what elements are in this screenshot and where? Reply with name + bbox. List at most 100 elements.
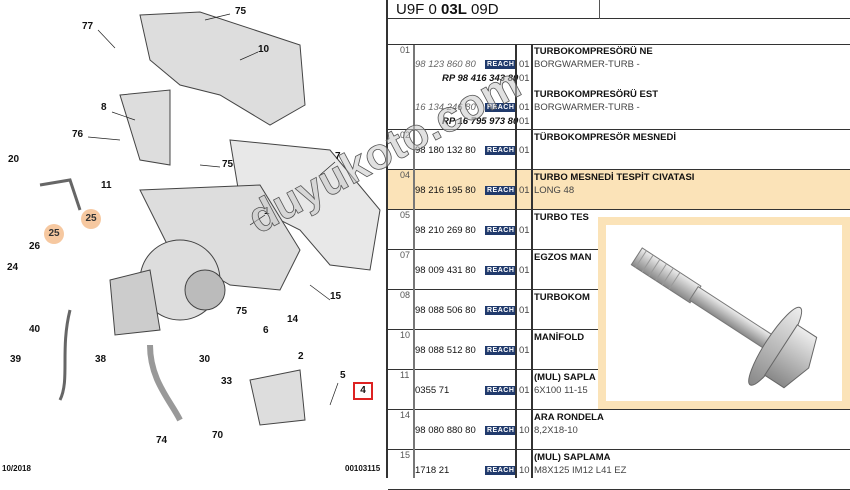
part-title: TURBOKOMPRESÖRÜ EST [534,89,659,100]
reach-badge: REACH [485,426,517,435]
part-number[interactable]: 0355 71 [415,385,450,396]
model-code-a: U9F 0 [396,1,442,18]
table-header: U9F 0 03L 09D [388,0,850,19]
model-code: U9F 0 03L 09D [396,1,499,18]
model-code-c: 09D [466,1,499,18]
diagram-date: 10/2018 [2,464,31,473]
reach-badge: REACH [485,60,517,69]
callout-4-selected[interactable]: 4 [353,382,373,400]
callout-70[interactable]: 70 [212,430,224,441]
callout-2[interactable]: 2 [298,351,304,362]
bracket-8 [119,89,171,166]
quantity: 01 [519,185,530,196]
part-subtitle: 8,2X18-10 [534,425,578,436]
reach-badge: REACH [485,186,517,195]
callout-39[interactable]: 39 [10,354,22,365]
callout-20[interactable]: 20 [8,154,20,165]
blank-row [388,19,850,45]
row-index: 07 [400,250,411,260]
part-subtitle: M8X125 IM12 L41 EZ [534,465,627,476]
quantity: 01 [519,345,530,356]
part-title: TURBOKOMPRESÖRÜ NE [534,46,653,57]
column-divider [531,45,533,478]
part-title: TURBO MESNEDİ TESPİT CIVATASI [534,172,695,183]
part-title: TÜRBOKOMPRESÖR MESNEDİ [534,132,676,143]
callout-75[interactable]: 75 [222,159,234,170]
part-title: TURBOKOM [534,292,590,303]
replacement-part-number[interactable]: RP 98 416 343 80 [442,73,519,84]
row-index: 11 [400,370,410,380]
row-index: 02 [400,130,411,140]
callout-14[interactable]: 14 [287,314,299,325]
part-number[interactable]: 1718 21 [415,465,450,476]
diagram-ref: 00103115 [345,464,381,473]
quantity: 01 [519,116,530,127]
callout-75[interactable]: 75 [235,6,247,17]
reach-badge: REACH [485,386,517,395]
callout-24[interactable]: 24 [7,262,19,273]
row-index: 05 [400,210,411,220]
callout-7[interactable]: 7 [335,151,341,162]
quantity: 01 [519,225,530,236]
callout-25-highlight[interactable]: 25 [44,224,64,244]
callout-77[interactable]: 77 [82,21,94,32]
quantity: 10 [519,425,530,436]
callout-6[interactable]: 6 [263,325,269,336]
callout-5[interactable]: 5 [340,370,346,381]
callout-25-highlight[interactable]: 25 [81,209,101,229]
callout-10[interactable]: 10 [258,44,270,55]
quantity: 01 [519,305,530,316]
part-number[interactable]: 98 180 132 80 [415,145,476,156]
parts-diagram: 77 75 10 8 76 75 7 20 11 1 25 25 26 24 1… [0,0,385,478]
reach-badge: REACH [485,306,517,315]
part-number[interactable]: 98 216 195 80 [415,185,476,196]
column-divider [515,45,517,478]
heat-shield-10 [139,11,306,126]
callout-1[interactable]: 1 [264,206,270,217]
support-2 [249,369,306,426]
reach-badge: REACH [485,146,517,155]
table-row[interactable]: 01 98 123 860 80 REACH TURBOKOMPRESÖRÜ NE BO… [388,45,850,130]
part-number[interactable]: 98 123 860 80 [415,59,476,70]
replacement-part-number[interactable]: RP 16 795 973 80 [442,116,519,127]
part-subtitle: 6X100 11-15 [534,385,588,396]
reach-badge: REACH [485,226,517,235]
part-title: ARA RONDELA [534,412,604,423]
part-subtitle: BORGWARMER-TURB - [534,102,640,113]
turbo-exploded-drawing [39,11,381,426]
callout-26[interactable]: 26 [29,241,41,252]
quantity: 01 [519,73,530,84]
reach-badge: REACH [485,103,517,112]
callout-74[interactable]: 74 [156,435,168,446]
callout-40[interactable]: 40 [29,324,41,335]
row-index: 15 [400,450,411,460]
part-number[interactable]: 98 088 506 80 [415,305,476,316]
parts-table: U9F 0 03L 09D 01 98 123 860 80 REACH TURBOK… [386,0,850,490]
part-number[interactable]: 98 210 269 80 [415,225,476,236]
row-index: 01 [400,45,411,55]
part-number[interactable]: 98 080 880 80 [415,425,476,436]
row-index: 08 [400,290,411,300]
header-divider [599,0,600,19]
callout-11[interactable]: 11 [101,180,112,191]
callout-33[interactable]: 33 [221,376,233,387]
part-number[interactable]: 98 088 512 80 [415,345,476,356]
callout-75[interactable]: 75 [236,306,248,317]
callout-76[interactable]: 76 [72,129,84,140]
callout-30[interactable]: 30 [199,354,211,365]
part-subtitle: BORGWARMER-TURB - [534,59,640,70]
part-photo-bolt [598,217,850,409]
model-code-b: 03L [441,1,467,18]
callout-38[interactable]: 38 [95,354,107,365]
quantity: 01 [519,385,530,396]
part-number[interactable]: 98 009 431 80 [415,265,476,276]
callout-15[interactable]: 15 [330,291,342,302]
callout-8[interactable]: 8 [101,102,107,113]
row-index: 04 [400,170,411,180]
part-number[interactable]: 16 134 246 80 [415,102,476,113]
